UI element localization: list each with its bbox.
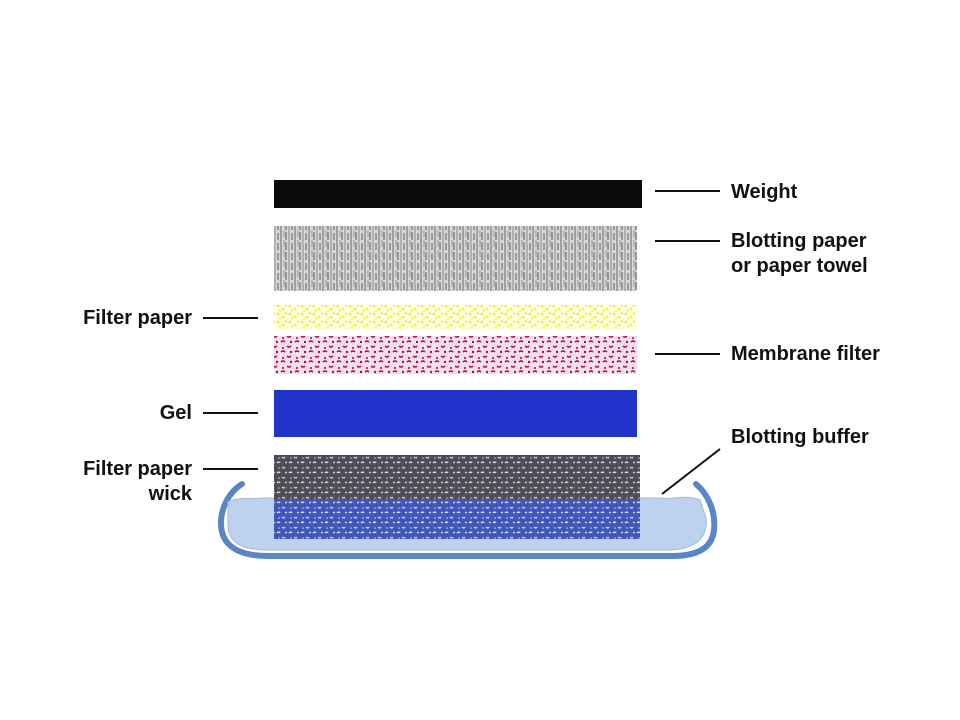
filter-paper-wick-top	[274, 455, 640, 499]
label-wick-line2: wick	[148, 483, 192, 505]
label-blotting-paper-line1: Blotting paper	[731, 230, 867, 252]
label-filter-paper: Filter paper	[83, 307, 192, 329]
filter-paper-layer	[274, 305, 637, 329]
label-membrane-filter: Membrane filter	[731, 343, 880, 365]
membrane-filter-layer	[274, 336, 637, 374]
filter-paper-wick-wet	[274, 499, 640, 539]
gel-layer	[274, 390, 637, 437]
blotting-paper-layer	[274, 226, 637, 291]
label-gel: Gel	[159, 402, 192, 424]
label-wick-line1: Filter paper	[83, 458, 192, 480]
label-blotting-paper-line2: or paper towel	[731, 255, 868, 277]
label-weight: Weight	[731, 181, 798, 203]
label-blotting-buffer: Blotting buffer	[731, 426, 869, 448]
tray-outline	[218, 481, 718, 559]
blotting-buffer-leader-line	[661, 448, 721, 495]
weight-block	[274, 180, 642, 208]
